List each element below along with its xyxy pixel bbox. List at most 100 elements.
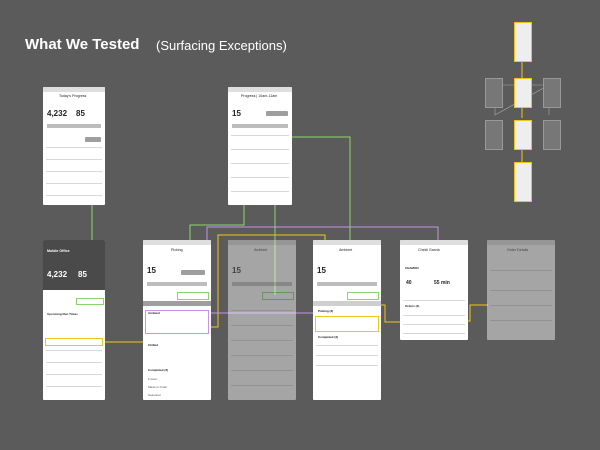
stat-left: 4,232 [47, 109, 68, 118]
status-bar [400, 240, 468, 245]
view-exceptions-button[interactable] [262, 292, 294, 300]
stat-value: 15 [232, 109, 241, 118]
status-bar [228, 87, 292, 92]
screen-title: Mobile Office [47, 249, 70, 253]
divider [46, 147, 102, 148]
progress-bar [232, 124, 288, 128]
divider [231, 177, 289, 178]
divider [231, 149, 289, 150]
screen-ambient-faded: Ambient 15 [228, 240, 296, 400]
screen-mobile-office: Mobile Office 4,232 85 Upcoming Run Time… [43, 240, 105, 400]
sitemap-node-5 [485, 120, 503, 150]
section-picking: Picking (3) [318, 309, 334, 313]
status-bar [487, 240, 555, 245]
screen-ambient: Ambient 15 Picking (3) Completed (3) [313, 240, 381, 400]
progress-bar [47, 124, 101, 128]
tabs[interactable] [143, 301, 211, 306]
sitemap-node-4 [543, 78, 561, 108]
stat-value: 15 [317, 266, 326, 275]
stat-value-1: 40 [406, 280, 412, 286]
divider [490, 290, 552, 291]
divider [316, 355, 378, 356]
divider [403, 315, 465, 316]
tabs[interactable] [313, 301, 381, 306]
screen-todays-progress: Today's Progress 4,232 85 [43, 87, 105, 205]
divider [403, 300, 465, 301]
divider [46, 183, 102, 184]
divider [231, 191, 289, 192]
progress-bar [232, 282, 292, 286]
divider [316, 365, 378, 366]
divider [231, 135, 289, 136]
divider [231, 385, 293, 386]
screen-order-details: Order Details [487, 240, 555, 340]
divider [231, 355, 293, 356]
order-name: CHAMON [405, 266, 419, 270]
exception-group [145, 310, 209, 334]
divider [46, 350, 102, 351]
list-item-made-to-order[interactable]: Made to Order [148, 385, 168, 389]
divider [46, 159, 102, 160]
status-bar [228, 240, 296, 245]
sitemap-node-2 [485, 78, 503, 108]
divider [46, 386, 102, 387]
exceptions-button[interactable] [266, 111, 288, 116]
list-item-frozen[interactable]: Frozen [148, 377, 158, 381]
section-completed: Completed (3) [148, 368, 169, 372]
screen-title: Ambient [339, 248, 353, 252]
sitemap-node-3 [514, 78, 532, 108]
divider [231, 310, 293, 311]
list-item-ambient[interactable]: Ambient [148, 311, 160, 315]
sitemap-node-7 [543, 120, 561, 150]
flow-line-green-3 [274, 136, 351, 300]
divider [490, 320, 552, 321]
page-subtitle: (Surfacing Exceptions) [156, 38, 287, 53]
divider [231, 370, 293, 371]
section-completed: Completed (3) [318, 335, 339, 339]
exceptions-badge[interactable] [76, 298, 104, 305]
section-title: Upcoming Run Times [47, 312, 78, 316]
stat-value-2: 55 min [434, 280, 450, 286]
status-bar [143, 240, 211, 245]
list-item-chilled[interactable]: Chilled [148, 343, 159, 347]
divider [316, 345, 378, 346]
section-orders: Orders (3) [405, 304, 420, 308]
sitemap-node-8 [514, 162, 532, 202]
screen-chekil-garcia: Chekil Garcia CHAMON 40 55 min Orders (3… [400, 240, 468, 340]
sitemap-node-1 [514, 22, 532, 62]
screen-title: Picking [171, 248, 183, 252]
screen-title: Progress | 10am-11am [241, 94, 278, 98]
view-exceptions-button[interactable] [177, 292, 209, 300]
screen-title: Order Details [507, 248, 529, 252]
divider [46, 362, 102, 363]
divider [231, 325, 293, 326]
exceptions-button[interactable] [181, 270, 205, 275]
list-item-seasonal[interactable]: Seasonal [148, 393, 161, 397]
status-bar [313, 240, 381, 245]
stat-value: 15 [232, 266, 241, 275]
divider [403, 333, 465, 334]
screen-title: Ambient [254, 248, 268, 252]
progress-bar [317, 282, 377, 286]
divider [490, 270, 552, 271]
stat-right: 85 [78, 270, 87, 279]
screen-progress-hour: Progress | 10am-11am 15 [228, 87, 292, 205]
divider [231, 340, 293, 341]
progress-bar [147, 282, 207, 286]
divider [490, 305, 552, 306]
stat-value: 15 [147, 266, 156, 275]
view-exceptions-button[interactable] [347, 292, 379, 300]
divider [46, 171, 102, 172]
stat-right: 85 [76, 109, 85, 118]
stat-left: 4,232 [47, 270, 68, 279]
divider [46, 195, 102, 196]
divider [403, 324, 465, 325]
page-title: What We Tested [25, 36, 140, 53]
sitemap-node-6 [514, 120, 532, 150]
screen-title: Today's Progress [59, 94, 87, 98]
status-bar [43, 87, 105, 92]
details-button[interactable] [85, 137, 101, 142]
dark-header [43, 240, 105, 290]
highlighted-run-row[interactable] [45, 338, 103, 346]
exception-order-row[interactable] [315, 316, 379, 332]
